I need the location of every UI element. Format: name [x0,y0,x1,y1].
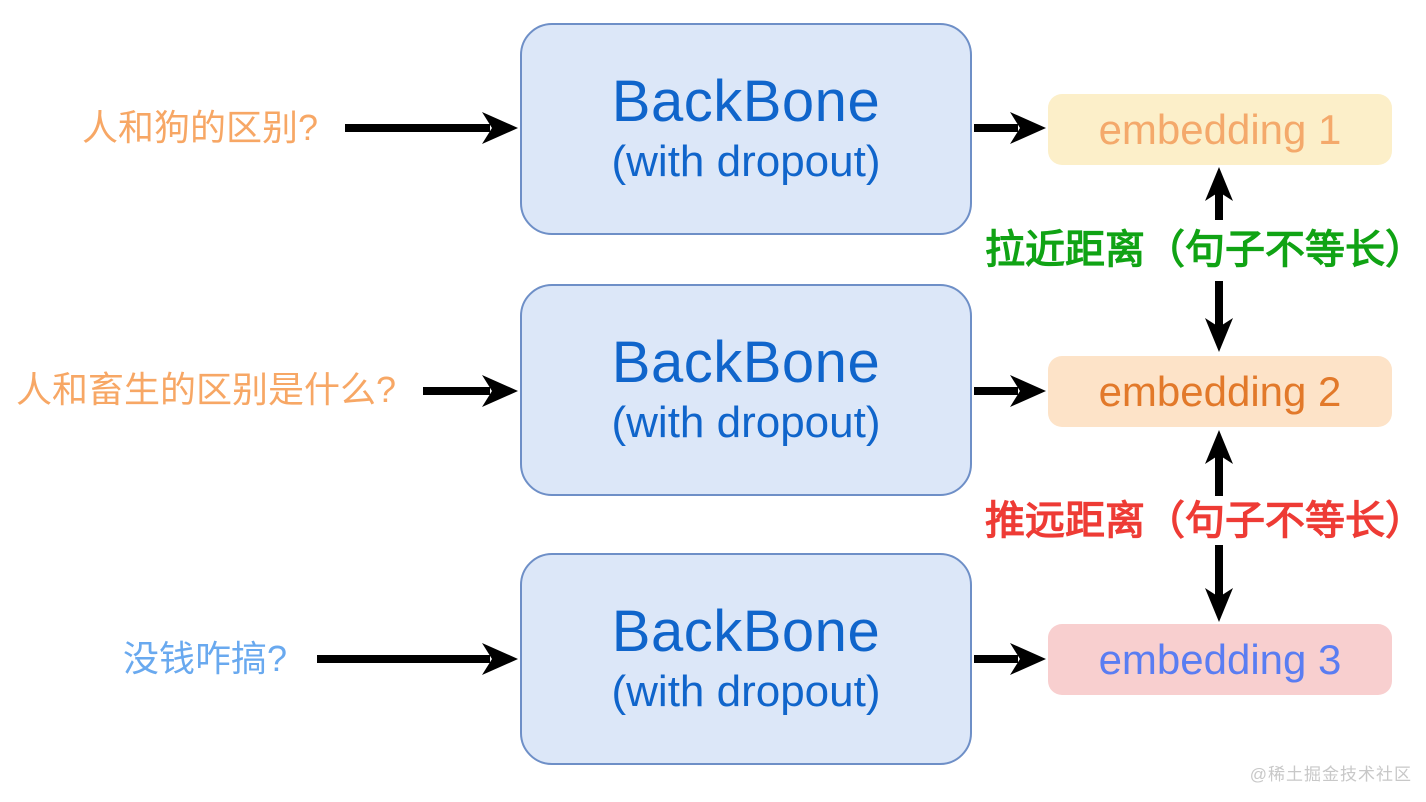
backbone-subtitle: (with dropout) [611,398,881,447]
embedding-label-3: embedding 3 [1098,635,1342,683]
backbone-box-3: BackBone (with dropout) [520,553,972,765]
embedding-box-3: embedding 3 [1048,624,1392,695]
backbone-box-1: BackBone (with dropout) [520,23,972,235]
input-sentence-2: 人和畜生的区别是什么? [15,369,397,410]
embedding-label-1: embedding 1 [1098,105,1342,153]
backbone-title: BackBone [611,69,881,134]
watermark: @稀土掘金技术社区 [1249,765,1412,784]
input-arrow-2 [423,375,518,407]
backbone-box-2: BackBone (with dropout) [520,284,972,496]
push-away-arrow-down [1205,545,1233,622]
pull-closer-arrow-down [1205,281,1233,352]
push-away-arrow-up [1205,430,1233,496]
embedding-label-2: embedding 2 [1098,367,1342,415]
backbone-title: BackBone [611,599,881,664]
output-arrow-2 [974,375,1046,407]
embedding-box-1: embedding 1 [1048,94,1392,165]
input-sentence-3: 没钱咋搞? [122,638,288,679]
pull-closer-arrow-up [1205,167,1233,220]
backbone-subtitle: (with dropout) [611,137,881,186]
output-arrow-1 [974,112,1046,144]
input-arrow-3 [317,643,518,675]
embedding-box-2: embedding 2 [1048,356,1392,427]
pull-closer-label: 拉近距离（句子不等长） [985,228,1425,272]
push-away-label: 推远距离（句子不等长） [985,499,1425,543]
backbone-title: BackBone [611,330,881,395]
backbone-subtitle: (with dropout) [611,667,881,716]
input-arrow-1 [345,112,518,144]
output-arrow-3 [974,643,1046,675]
input-sentence-1: 人和狗的区别? [81,107,319,148]
